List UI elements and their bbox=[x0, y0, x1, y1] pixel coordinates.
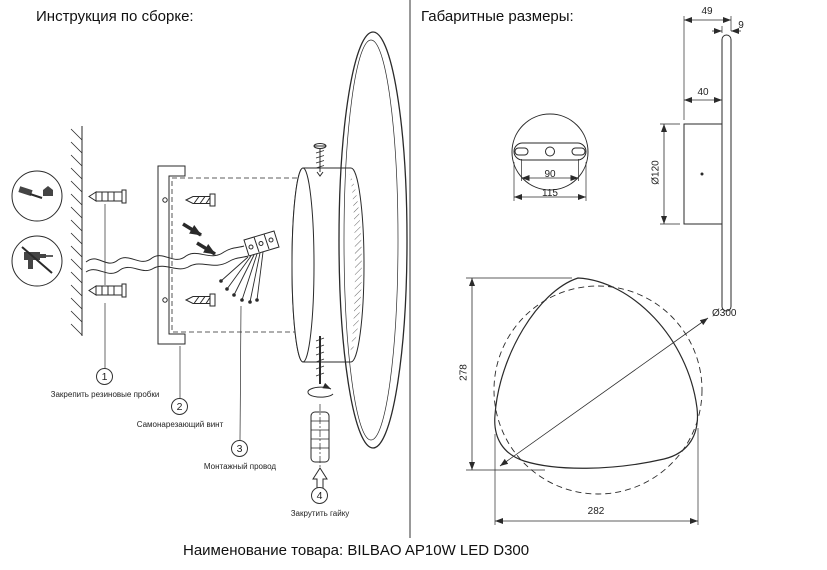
rubber-plug bbox=[88, 189, 127, 204]
wall-section bbox=[70, 126, 83, 336]
threaded-stud bbox=[315, 336, 325, 384]
dim-lamp-diameter: Ø300 bbox=[712, 308, 737, 319]
side-view bbox=[660, 16, 741, 312]
assembly-title: Инструкция по сборке: bbox=[36, 8, 194, 25]
leader-lines bbox=[104, 204, 242, 441]
fixing-screw-top bbox=[313, 143, 327, 177]
step-label-3: Монтажный провод bbox=[203, 462, 277, 471]
dimensions-title: Габаритные размеры: bbox=[421, 8, 574, 25]
dim-lamp-width: 282 bbox=[587, 506, 605, 517]
step-marker-3: 3 bbox=[231, 440, 248, 457]
alignment-dashed-box bbox=[171, 177, 319, 333]
self-tapping-screw bbox=[185, 293, 216, 307]
tool-pictogram-top bbox=[11, 170, 63, 222]
lamp-panel-side-view bbox=[338, 31, 408, 449]
supply-wires bbox=[85, 245, 249, 274]
step-label-2: Самонарезающий винт bbox=[136, 420, 224, 429]
rubber-plug bbox=[88, 283, 127, 298]
terminal-block bbox=[219, 230, 280, 304]
dim-depth-total: 49 bbox=[701, 6, 713, 17]
front-view bbox=[466, 277, 709, 525]
dim-panel-thickness: 9 bbox=[738, 20, 744, 31]
dim-base-diameter: Ø120 bbox=[650, 160, 662, 185]
rotation-arrow bbox=[307, 382, 334, 398]
direction-arrows bbox=[182, 222, 216, 256]
lamp-base-cylinder bbox=[291, 167, 365, 363]
dim-hole-spacing: 90 bbox=[544, 169, 556, 180]
dim-base-depth: 40 bbox=[697, 87, 709, 98]
no-drill-pictogram bbox=[11, 235, 63, 287]
self-tapping-screw bbox=[184, 193, 216, 207]
dim-lamp-height: 278 bbox=[458, 364, 470, 381]
product-name-label: Наименование товара: BILBAO AP10W LED D3… bbox=[183, 542, 530, 559]
dim-bracket-width: 115 bbox=[542, 188, 558, 199]
assembly-diagram bbox=[11, 31, 408, 493]
backplate-view bbox=[511, 113, 589, 201]
step-marker-1: 1 bbox=[96, 368, 113, 385]
step-label-1: Закрепить резиновые пробки bbox=[50, 390, 160, 399]
step-marker-2: 2 bbox=[171, 398, 188, 415]
step-marker-4: 4 bbox=[311, 487, 328, 504]
nut-sleeve bbox=[310, 404, 330, 470]
step-label-4: Закрутить гайку bbox=[290, 509, 350, 518]
mounting-bracket bbox=[157, 165, 186, 345]
dimension-drawings bbox=[466, 16, 741, 525]
